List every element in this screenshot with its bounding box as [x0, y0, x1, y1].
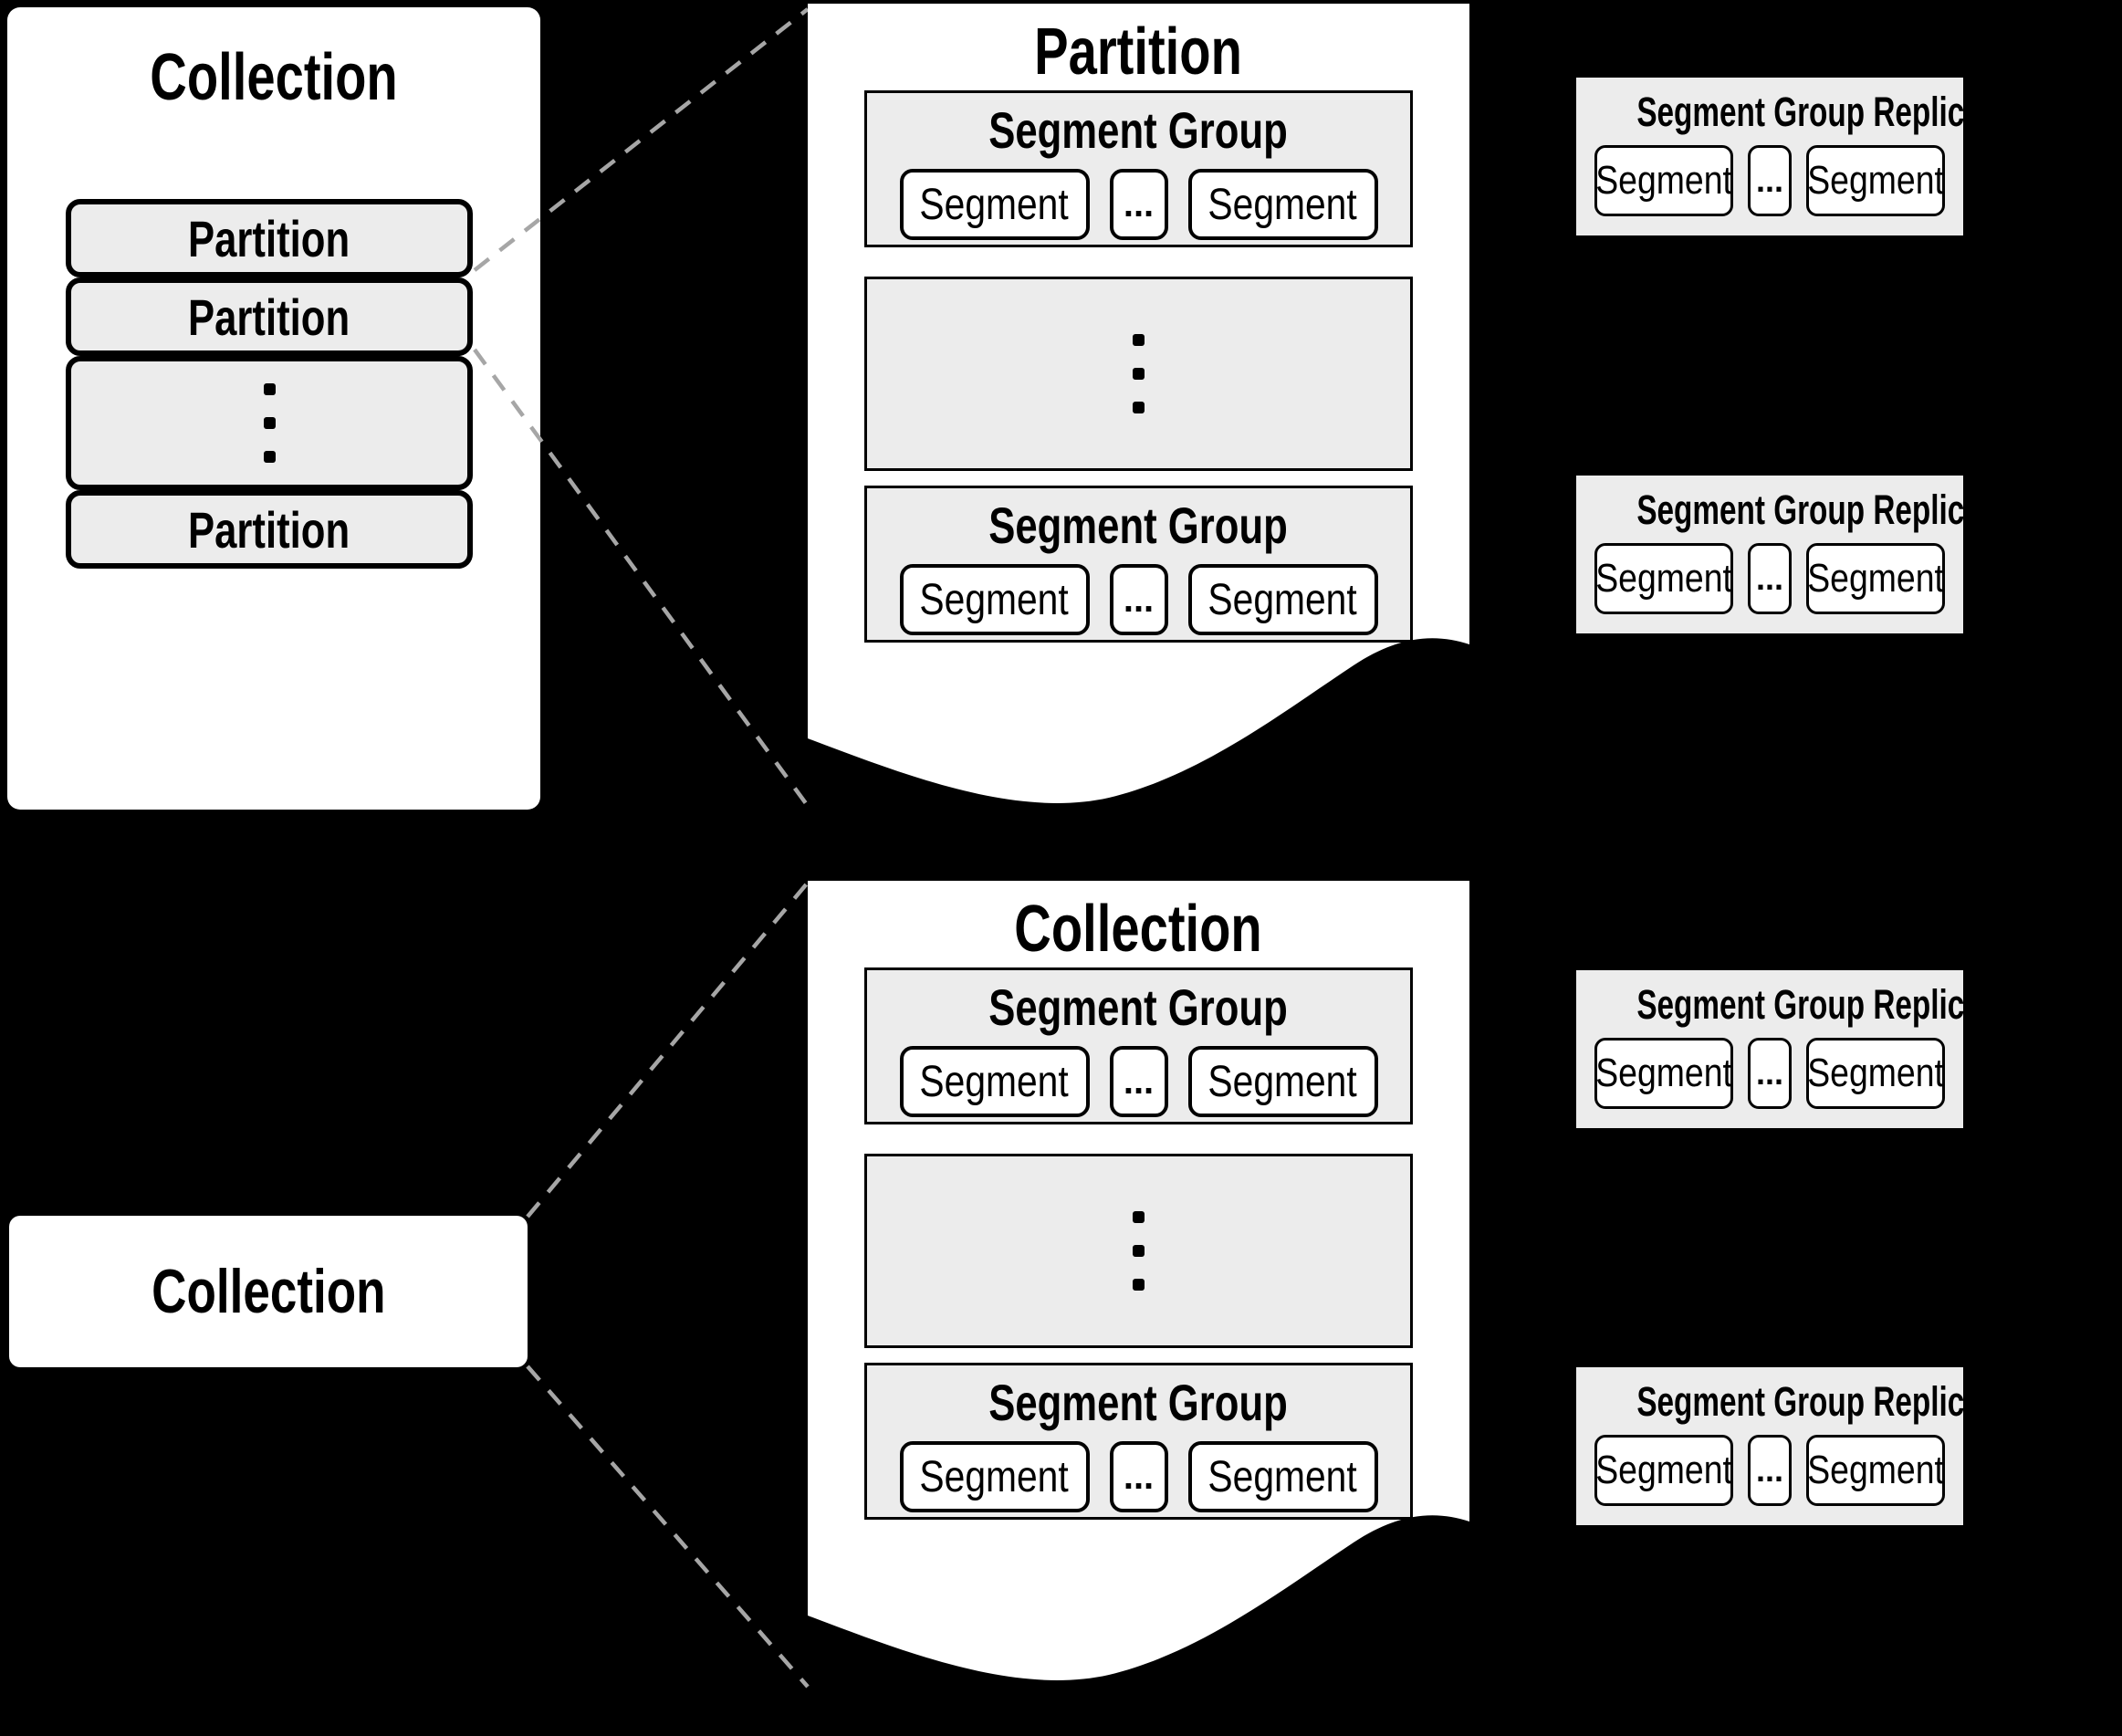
- segment-box: Segment: [899, 564, 1090, 635]
- segment-box: Segment: [899, 169, 1090, 240]
- ellipsis-box: ...: [1109, 169, 1168, 240]
- segment-group-title: Segment Group: [988, 1374, 1289, 1431]
- segment-box: Segment: [1594, 543, 1733, 614]
- replica-title: Segment Group Replica: [1636, 486, 1981, 533]
- segment-box: Segment: [899, 1046, 1090, 1117]
- partition-box-2: Partition: [66, 277, 473, 356]
- segment-group-replica-box-4: Segment Group Replica Segment ... Segmen…: [1576, 1367, 1981, 1525]
- ellipsis-box: ...: [1109, 1046, 1168, 1117]
- ellipsis-box: ...: [1748, 1038, 1792, 1109]
- segment-box: Segment: [899, 1441, 1090, 1512]
- collection-label: Collection: [9, 1216, 528, 1367]
- vertical-ellipsis-icon: [867, 279, 1410, 468]
- ellipsis-box: ...: [1748, 145, 1792, 216]
- segment-group-box: Segment Group Segment ... Segment: [864, 90, 1413, 247]
- segment-group-title: Segment Group: [988, 101, 1289, 159]
- partition-page: Partition Segment Group Segment ... Segm…: [808, 4, 1469, 816]
- replica-title: Segment Group Replica: [1636, 89, 1981, 135]
- replica-title: Segment Group Replica: [1636, 1378, 1981, 1425]
- connector-line-collection-top: [526, 881, 810, 1218]
- partition-box-3: Partition: [66, 490, 473, 569]
- ellipsis-box: ...: [1109, 564, 1168, 635]
- segment-group-box: Segment Group Segment ... Segment: [864, 967, 1413, 1124]
- partition-ellipsis-box: [66, 356, 473, 490]
- segment-group-box: Segment Group Segment ... Segment: [864, 1363, 1413, 1520]
- ellipsis-box: ...: [1109, 1441, 1168, 1512]
- vertical-ellipsis-icon: [867, 1156, 1410, 1345]
- segment-box: Segment: [1187, 564, 1378, 635]
- segment-group-replica-box-2: Segment Group Replica Segment ... Segmen…: [1576, 476, 1981, 633]
- ellipsis-box: ...: [1748, 543, 1792, 614]
- segment-group-title: Segment Group: [988, 497, 1289, 554]
- segment-group-title: Segment Group: [988, 978, 1289, 1036]
- segment-group-ellipsis-box: [864, 1154, 1413, 1348]
- collection-panel: Collection Partition Partition Partition: [7, 7, 540, 810]
- segment-box: Segment: [1806, 543, 1945, 614]
- vertical-ellipsis-icon: [71, 361, 467, 485]
- segment-box: Segment: [1806, 145, 1945, 216]
- segment-box: Segment: [1187, 1046, 1378, 1117]
- connector-line-collection-bottom: [526, 1365, 810, 1689]
- segment-box: Segment: [1187, 169, 1378, 240]
- ellipsis-box: ...: [1748, 1435, 1792, 1506]
- segment-group-box: Segment Group Segment ... Segment: [864, 486, 1413, 643]
- partition-page-title: Partition: [1034, 16, 1243, 89]
- segment-box: Segment: [1594, 1435, 1733, 1506]
- collection-page: Collection Segment Group Segment ... Seg…: [808, 881, 1469, 1693]
- segment-box: Segment: [1594, 145, 1733, 216]
- replica-title: Segment Group Replica: [1636, 981, 1981, 1028]
- segment-box: Segment: [1594, 1038, 1733, 1109]
- collection-page-title: Collection: [1014, 893, 1263, 966]
- segment-group-replica-box-1: Segment Group Replica Segment ... Segmen…: [1576, 78, 1981, 235]
- segment-box: Segment: [1187, 1441, 1378, 1512]
- segment-group-ellipsis-box: [864, 277, 1413, 471]
- partition-box-1: Partition: [66, 199, 473, 277]
- segment-group-replica-box-3: Segment Group Replica Segment ... Segmen…: [1576, 970, 1981, 1128]
- segment-box: Segment: [1806, 1038, 1945, 1109]
- collection-panel-title: Collection: [150, 41, 398, 114]
- segment-box: Segment: [1806, 1435, 1945, 1506]
